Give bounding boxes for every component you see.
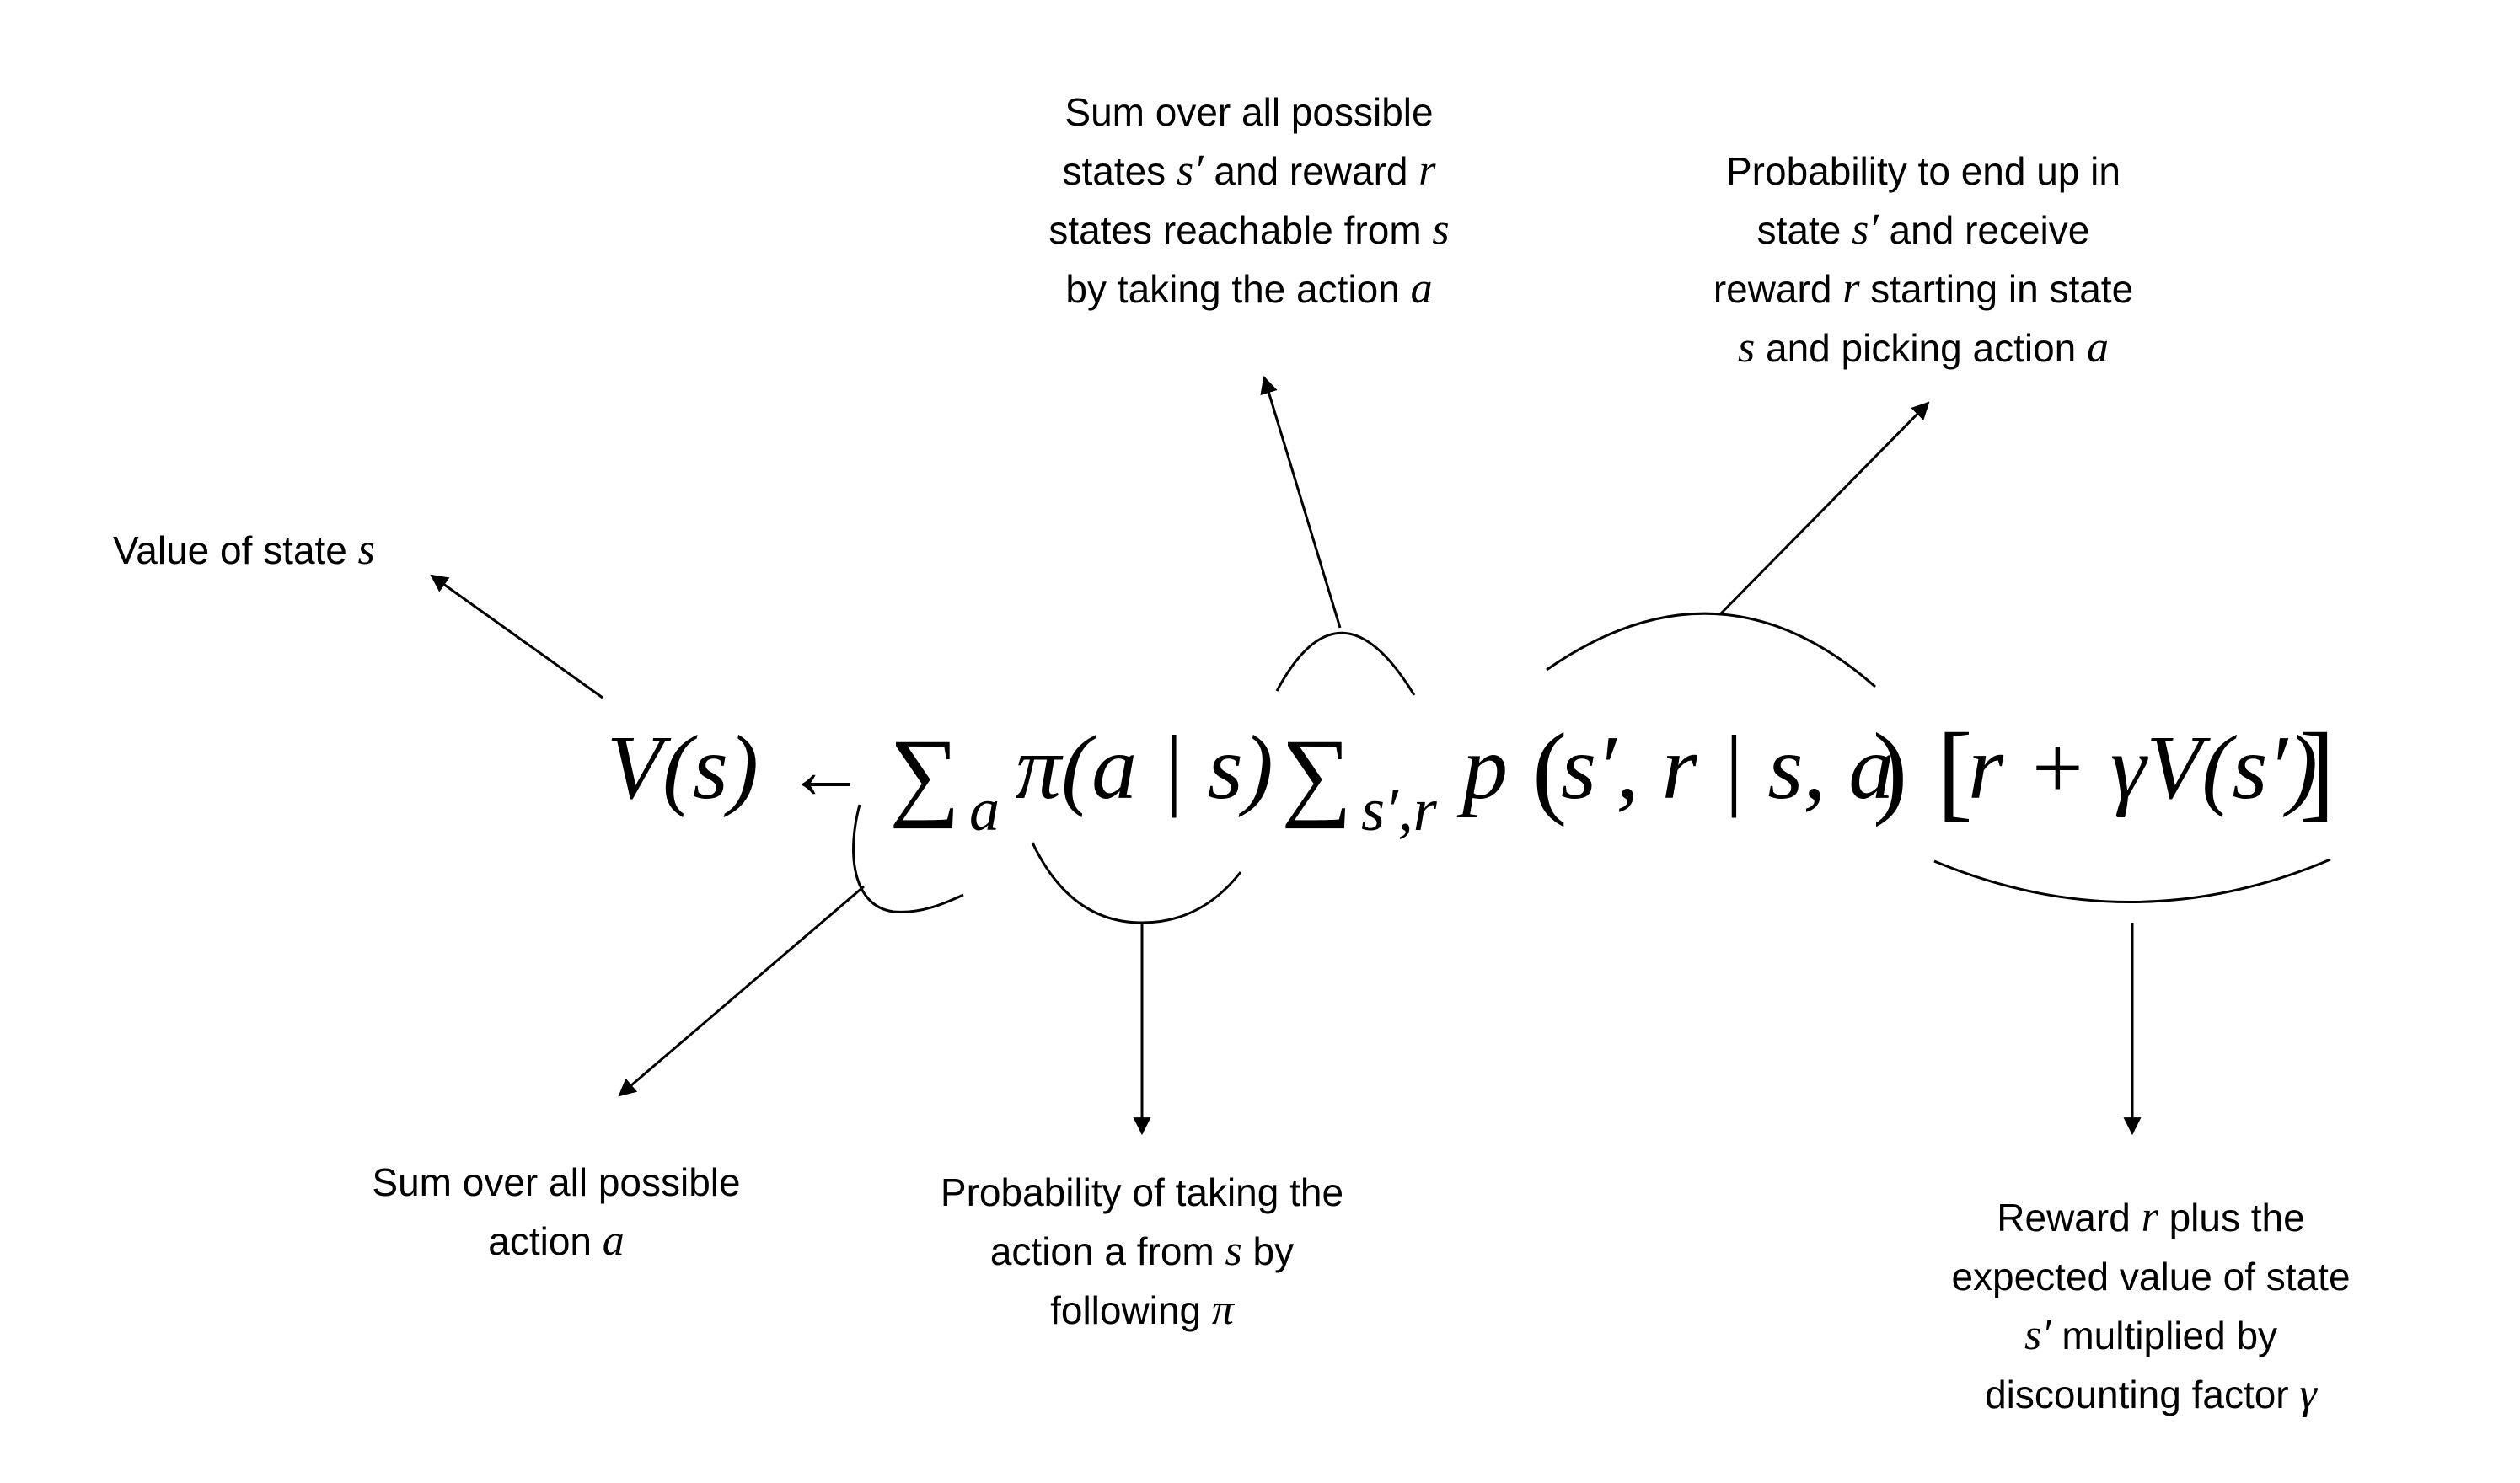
sum-over-actions-label: Sum over all possible action a [372, 1160, 741, 1265]
eq-bracket-open: [ [1937, 711, 1973, 831]
policy-probability-label: Probability of taking the action a from … [940, 1170, 1344, 1334]
eq-lhs: V(s) [607, 718, 759, 818]
sum-states-arrow [1260, 375, 1342, 629]
eq-prob-close-paren: ) [1873, 712, 1907, 827]
eq-sum-actions-symbol: ∑ [889, 719, 960, 829]
value-of-state-label: Value of state s [113, 526, 375, 574]
bellman-equation: V(s) ← ∑ a π(a | s) ∑ s′,r p ( s′, r | s… [607, 711, 2335, 843]
sum-actions-arrow [618, 885, 865, 1097]
transition-prob-arrow [1719, 401, 1930, 615]
eq-sum-states-subscript: s′,r [1361, 776, 1438, 843]
transition-prob-brace [1546, 612, 1876, 688]
sum-actions-brace [852, 804, 964, 913]
sum-states-brace [1275, 631, 1416, 696]
eq-sum-states-symbol: ∑ [1281, 719, 1352, 829]
eq-bracket-body: r + γV(s′) [1968, 718, 2318, 818]
eq-prob-args: s′, r | s, a [1561, 718, 1894, 818]
eq-bracket-close: ] [2299, 711, 2335, 831]
eq-assign-arrow: ← [785, 725, 866, 816]
reward-value-brace [1933, 858, 2331, 903]
eq-prob-function: p [1456, 718, 1508, 818]
eq-sum-actions-subscript: a [969, 776, 1000, 843]
transition-probability-label: Probability to end up in state s′ and re… [1713, 149, 2134, 372]
reward-plus-value-label: Reward r plus the expected value of stat… [1951, 1193, 2351, 1418]
value-of-state-arrow [430, 574, 603, 699]
eq-prob-open-paren: ( [1532, 712, 1567, 827]
eq-policy: π(a | s) [1016, 718, 1273, 818]
policy-brace [1031, 842, 1242, 924]
sum-over-states-label: Sum over all possible states s′ and rewa… [1048, 90, 1450, 313]
